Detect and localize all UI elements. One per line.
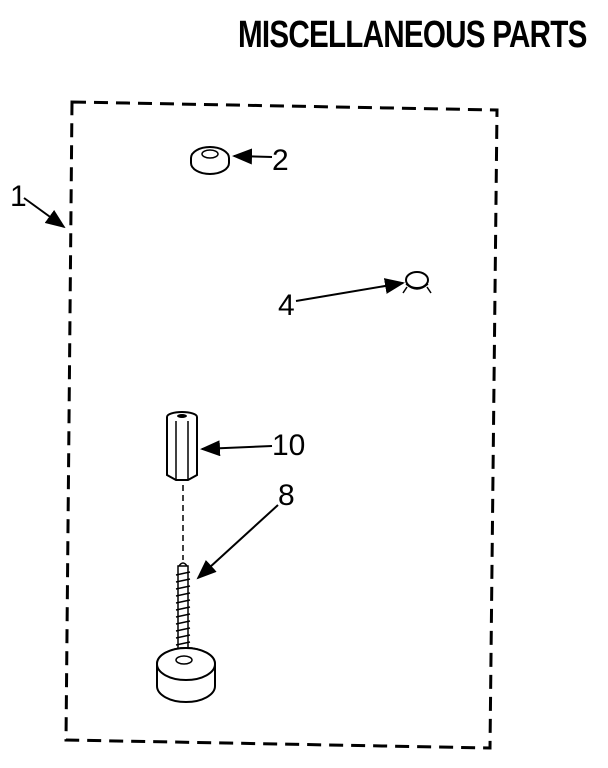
page-title: MISCELLANEOUS PARTS — [238, 14, 587, 56]
washer-part — [190, 146, 230, 175]
hex-nut-part — [166, 411, 198, 481]
callout-8-arrow — [196, 504, 279, 580]
callout-8-label: 8 — [278, 479, 295, 512]
callout-2-label: 2 — [272, 144, 289, 177]
callout-10-arrow — [200, 440, 273, 457]
leveling-bolt-part — [156, 562, 216, 703]
callout-1-arrow — [23, 197, 66, 229]
callout-10-label: 10 — [272, 429, 305, 462]
callout-1-label: 1 — [10, 180, 27, 213]
clip-part — [402, 271, 432, 294]
callout-4-arrow — [295, 278, 405, 302]
callout-2-arrow — [232, 148, 273, 165]
kit-dashed-boundary — [64, 100, 499, 750]
callout-4-label: 4 — [278, 289, 295, 322]
